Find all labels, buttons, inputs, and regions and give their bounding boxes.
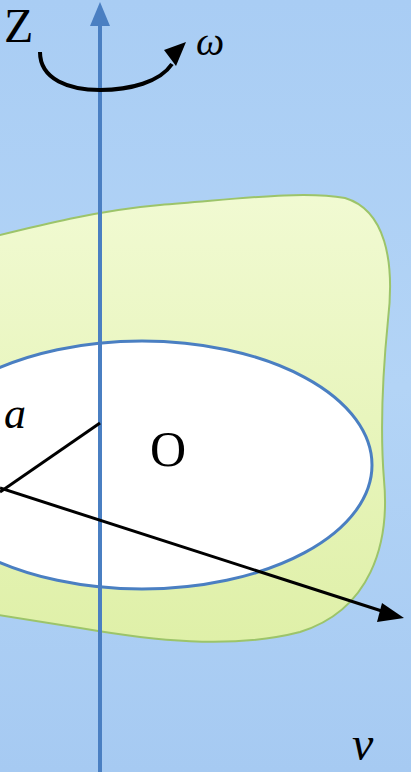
rotation-arrowhead [164,42,186,66]
radius-label: a [4,392,26,436]
z-axis-arrowhead [90,2,110,26]
rotation-arrow [40,52,172,90]
angular-velocity-label: ω [196,22,224,62]
center-label: O [150,424,186,474]
rotation-circle [0,341,372,589]
velocity-label: v [352,720,373,768]
velocity-arrowhead [377,603,404,622]
velocity-vector [0,488,388,613]
axis-label: Z [4,2,33,50]
z-axis [98,22,102,772]
